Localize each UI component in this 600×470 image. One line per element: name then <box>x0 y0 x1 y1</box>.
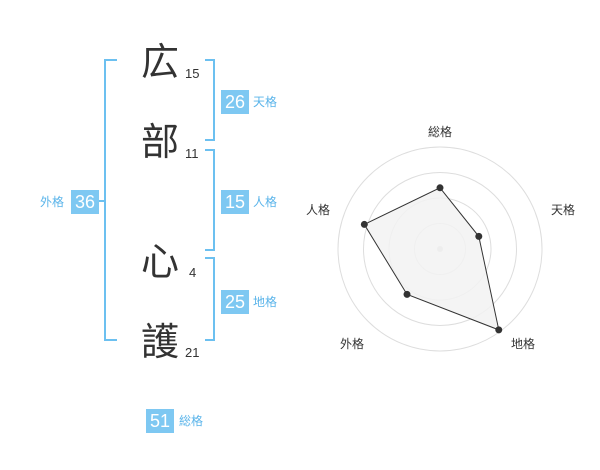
chikaku-label: 地格 <box>253 295 278 309</box>
gaikaku-value: 36 <box>71 190 99 214</box>
stroke-count-1: 15 <box>185 66 200 81</box>
radar-point-3 <box>495 326 503 334</box>
stroke-count-2: 11 <box>185 146 199 161</box>
chikaku-value: 25 <box>221 290 249 314</box>
soukaku-label: 総格 <box>179 414 204 428</box>
radar-point-1 <box>436 184 444 192</box>
tenkaku-label: 天格 <box>253 95 278 109</box>
radar-label-jinkaku: 人格 <box>306 203 331 217</box>
jinkaku-value: 15 <box>221 190 249 214</box>
radar-label-tenkaku: 天格 <box>551 203 576 217</box>
stroke-count-4: 21 <box>185 345 200 360</box>
radar-point-5 <box>360 220 368 228</box>
radar-point-2 <box>475 232 483 240</box>
name-char-3: 心 <box>141 240 180 284</box>
soukaku-value: 51 <box>146 409 174 433</box>
name-char-2: 部 <box>141 120 180 164</box>
radar-label-chikaku: 地格 <box>511 337 536 351</box>
radar-point-4 <box>403 290 411 298</box>
radar-polygon <box>363 187 500 331</box>
radar-label-soukaku: 総格 <box>428 125 453 139</box>
radar-ring-2 <box>363 172 517 326</box>
radar-label-gaikaku: 外格 <box>340 337 365 351</box>
tenkaku-value: 26 <box>221 90 249 114</box>
name-char-1: 広 <box>141 40 180 84</box>
gaikaku-label: 外格 <box>40 195 65 209</box>
name-char-4: 護 <box>141 320 180 364</box>
stroke-count-3: 4 <box>189 265 197 280</box>
radar-ring-1 <box>337 146 543 352</box>
jinkaku-label: 人格 <box>253 195 278 209</box>
